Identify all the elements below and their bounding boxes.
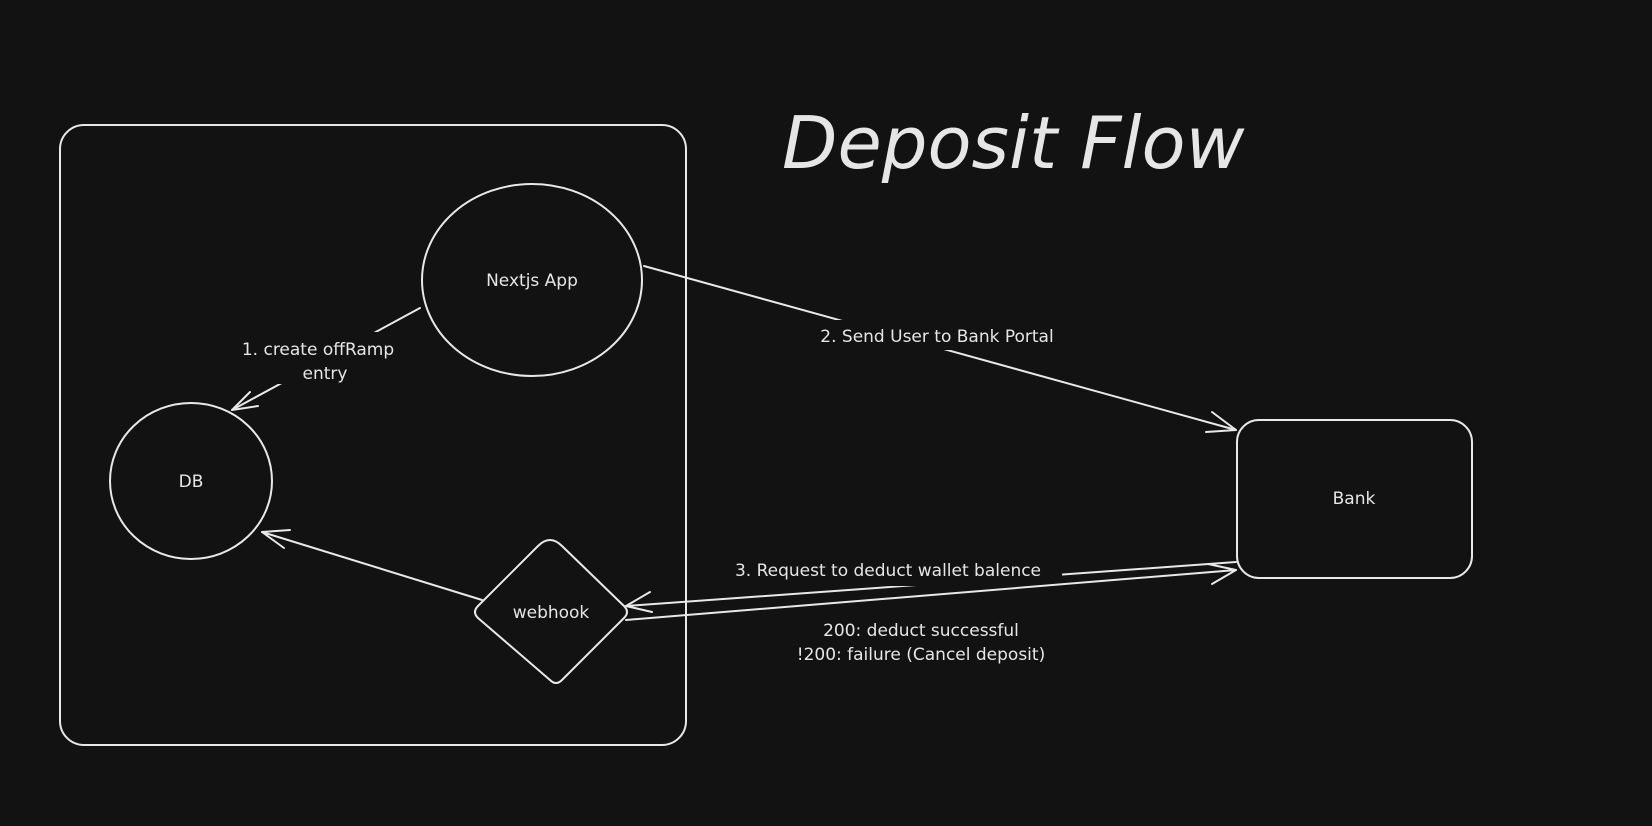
response-arrow — [625, 569, 1237, 621]
nextjs-app-label: Nextjs App — [486, 271, 578, 291]
db-label: DB — [179, 472, 204, 492]
bank-label: Bank — [1333, 489, 1376, 509]
webhook-to-db-arrowhead — [261, 529, 291, 549]
webhook-label: webhook — [513, 603, 590, 623]
send-to-bank-label: 2. Send User to Bank Portal — [820, 327, 1053, 347]
diagram-title: Deposit Flow — [782, 101, 1245, 185]
create-entry-label-line1: 1. create offRamp — [242, 340, 394, 360]
webhook-to-db-arrow — [261, 531, 483, 601]
create-entry-label-line2: entry — [303, 364, 348, 384]
response-arrowhead — [1207, 563, 1237, 585]
db-node — [109, 402, 273, 560]
bank-node — [1236, 419, 1473, 579]
response-label-line2: !200: failure (Cancel deposit) — [797, 645, 1045, 665]
send-to-bank-arrowhead — [1205, 411, 1237, 433]
nextjs-app-node — [421, 183, 643, 377]
app-boundary — [59, 124, 687, 746]
create-entry-arrowhead — [231, 391, 259, 411]
webhook-node — [474, 539, 628, 684]
deduct-request-arrowhead — [625, 591, 653, 613]
deduct-request-label: 3. Request to deduct wallet balence — [735, 561, 1041, 581]
response-label-line1: 200: deduct successful — [823, 621, 1019, 641]
